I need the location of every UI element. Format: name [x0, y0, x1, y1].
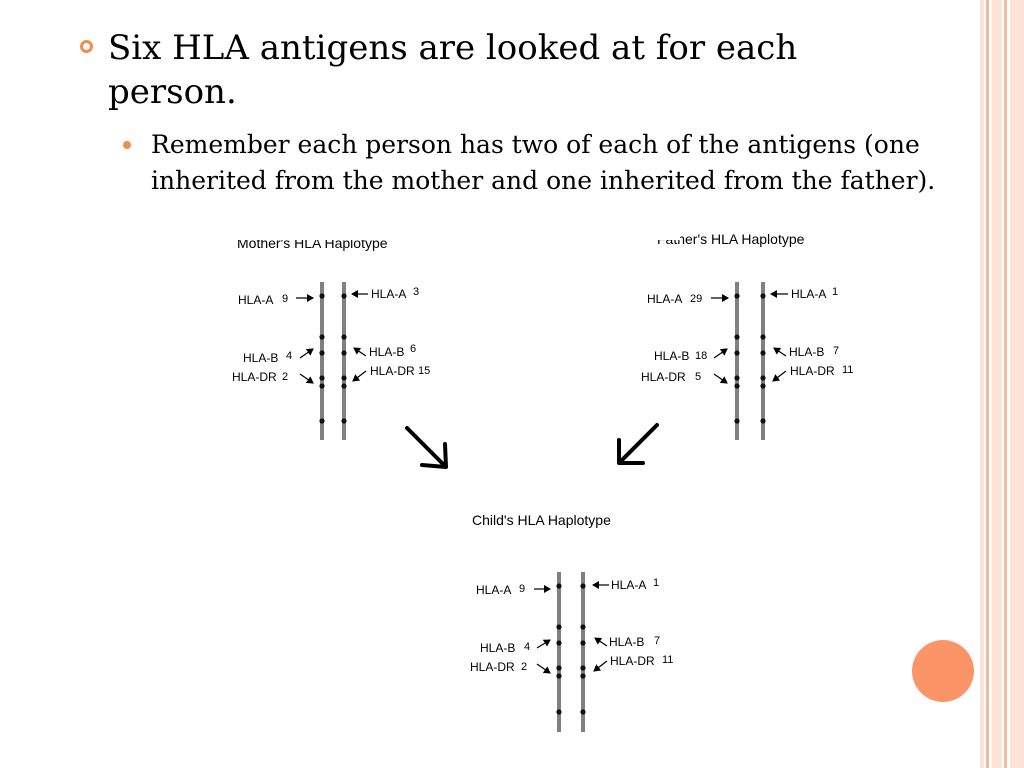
mother-left-a-label: HLA-A	[238, 293, 273, 307]
father-chromosome-left	[735, 282, 739, 440]
child-title: Child's HLA Haplotype	[472, 512, 611, 528]
mother-right-dr-value: 15	[418, 365, 430, 377]
decorative-circle	[912, 640, 974, 702]
father-left-a-value: 29	[690, 293, 702, 305]
child-left-a-label: HLA-A	[476, 583, 511, 597]
mother-right-b-label: HLA-B	[369, 345, 404, 359]
mother-left-a-value: 9	[282, 293, 288, 305]
child-right-b-label: HLA-B	[609, 635, 644, 649]
mother-chromosome-left	[320, 282, 324, 440]
father-right-dr-value: 11	[842, 364, 853, 376]
father-right-a-value: 1	[832, 286, 838, 298]
bullet-ring-icon	[80, 40, 93, 53]
mother-right-b-value: 6	[410, 343, 416, 355]
mother-haplotype: Mother's HLA Haplotype HLA-A 9 HLA-B 4 H…	[232, 235, 430, 440]
child-right-b-value: 7	[654, 635, 660, 647]
father-left-b-value: 18	[695, 350, 707, 362]
inheritance-arrow-icons	[405, 423, 659, 469]
father-right-a-label: HLA-A	[791, 287, 826, 301]
father-left-dr-label: HLA-DR	[641, 370, 686, 384]
mother-right-a-value: 3	[413, 286, 419, 298]
child-right-a-value: 1	[653, 577, 659, 589]
father-left-b-label: HLA-B	[654, 349, 689, 363]
mother-to-child-arrow-icon	[405, 426, 448, 469]
mother-left-dr-label: HLA-DR	[232, 370, 277, 384]
child-chromosome-left	[557, 572, 561, 732]
child-chromosome-right	[581, 572, 585, 732]
mother-left-dr-value: 2	[282, 371, 288, 383]
child-left-b-value: 4	[524, 641, 530, 653]
sub-bullet-text: Remember each person has two of each of …	[151, 130, 936, 195]
father-title: Father's HLA Haplotype	[657, 231, 805, 247]
mother-left-b-value: 4	[286, 350, 292, 362]
slide-border	[980, 0, 1024, 768]
mother-right-dr-label: HLA-DR	[370, 364, 415, 378]
father-left-a-label: HLA-A	[647, 292, 682, 306]
mother-right-a-label: HLA-A	[371, 287, 406, 301]
father-left-dr-value: 5	[695, 371, 701, 383]
child-haplotype: Child's HLA Haplotype HLA-A 9 HLA-B 4 HL…	[470, 512, 673, 732]
child-right-dr-value: 11	[662, 654, 673, 666]
main-bullet-text: Six HLA antigens are looked at for each …	[108, 28, 798, 112]
child-right-a-label: HLA-A	[611, 578, 646, 592]
father-haplotype: Father's HLA Haplotype HLA-A 29 HLA-B 18…	[641, 231, 853, 440]
child-left-dr-value: 2	[521, 661, 527, 673]
child-left-a-value: 9	[519, 583, 525, 595]
father-to-child-arrow-icon	[617, 423, 659, 465]
mother-chromosome-right	[342, 282, 346, 440]
father-right-b-value: 7	[833, 345, 839, 357]
father-right-b-label: HLA-B	[789, 345, 824, 359]
father-right-dr-label: HLA-DR	[790, 364, 835, 378]
bullet-dot-icon	[123, 141, 131, 149]
father-chromosome-right	[761, 282, 765, 440]
diagram-image-top-edge	[140, 226, 680, 240]
hla-haplotype-diagram: Mother's HLA Haplotype HLA-A 9 HLA-B 4 H…	[232, 231, 853, 732]
child-left-b-label: HLA-B	[480, 641, 515, 655]
child-left-dr-label: HLA-DR	[470, 660, 515, 674]
mother-left-b-label: HLA-B	[243, 351, 278, 365]
child-right-dr-label: HLA-DR	[610, 654, 655, 668]
